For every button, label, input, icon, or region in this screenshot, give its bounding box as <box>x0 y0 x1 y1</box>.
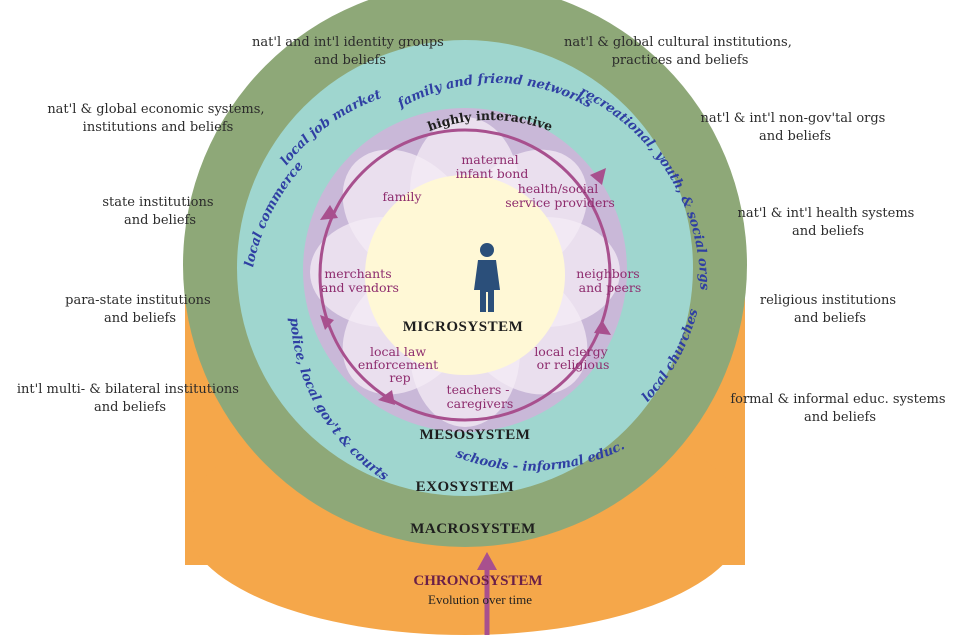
macro-label-identity-groups: nat'l and int'l identity groups and beli… <box>252 35 448 68</box>
cycle-arrowhead-bottom <box>378 390 395 405</box>
meso-label-law: local law enforcement rep <box>358 344 442 385</box>
cycle-arrowhead-right <box>594 320 611 335</box>
microsystem-title: MICROSYSTEM <box>403 319 524 335</box>
macro-label-educ-systems: formal & informal educ. systems and beli… <box>730 392 949 425</box>
meso-label-health: health/social service providers <box>505 181 615 210</box>
meso-label-teachers: teachers - caregivers <box>447 382 514 411</box>
cycle-arrowhead-left <box>320 315 334 330</box>
macro-label-non-govtal-orgs: nat'l & int'l non-gov'tal orgs and belie… <box>700 111 889 144</box>
microsystem-center <box>365 175 565 375</box>
chronosystem-title: CHRONOSYSTEM <box>413 573 542 589</box>
macro-label-multilateral: int'l multi- & bilateral institutions an… <box>17 382 243 415</box>
exosystem-title: EXOSYSTEM <box>416 479 515 495</box>
meso-label-merchants: merchants and vendors <box>321 266 399 295</box>
meso-labels: maternal infant bond family health/socia… <box>321 152 643 411</box>
mesosystem-title: MESOSYSTEM <box>420 427 531 443</box>
meso-label-family: family <box>383 189 423 204</box>
macrosystem-title: MACROSYSTEM <box>410 521 536 537</box>
interaction-cycle <box>318 128 612 422</box>
person-icon <box>474 243 500 312</box>
cycle-arrowhead-top <box>590 168 606 185</box>
macro-label-cultural-institutions: nat'l & global cultural institutions, pr… <box>564 35 796 68</box>
macro-labels-left: nat'l and int'l identity groups and beli… <box>17 35 448 415</box>
person-head <box>480 243 494 257</box>
macro-label-state-institutions: state institutions and beliefs <box>102 195 217 228</box>
meso-label-clergy: local clergy or religious <box>534 344 611 372</box>
chronosystem-subtitle: Evolution over time <box>428 592 532 607</box>
macro-label-para-state: para-state institutions and beliefs <box>65 293 215 326</box>
cycle-arrowhead-left-upper <box>320 205 338 220</box>
meso-label-neighbors: neighbors and peers <box>576 266 643 295</box>
interaction-cycle-ring <box>318 128 612 422</box>
macro-label-health-systems: nat'l & int'l health systems and beliefs <box>738 206 919 239</box>
macro-labels-right: nat'l & global cultural institutions, pr… <box>564 35 949 425</box>
meso-label-maternal: maternal infant bond <box>456 152 529 181</box>
chrono-arrow-head <box>477 552 497 570</box>
person-body <box>474 260 500 312</box>
chronosystem-arrow <box>477 552 497 635</box>
macro-label-economic-systems: nat'l & global economic systems, institu… <box>47 102 268 135</box>
macro-label-religious-institutions: religious institutions and beliefs <box>760 293 900 326</box>
